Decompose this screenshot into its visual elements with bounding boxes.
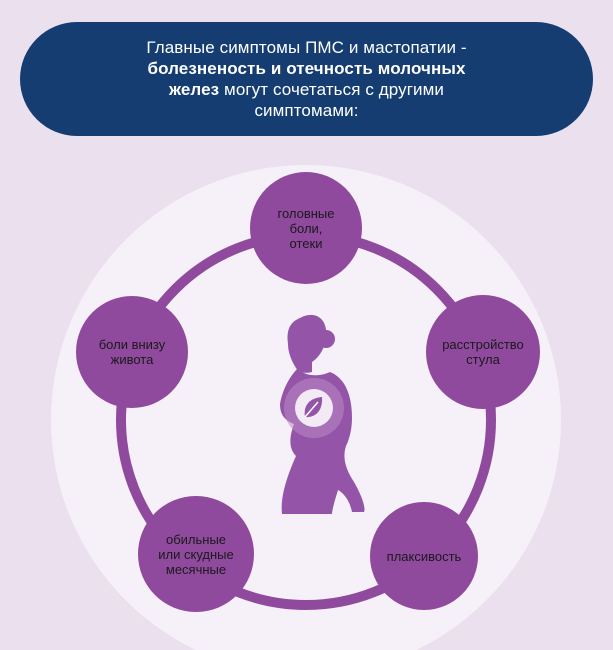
header-line-1: Главные симптомы ПМС и мастопатии -	[146, 38, 467, 57]
header-banner: Главные симптомы ПМС и мастопатии - боле…	[20, 22, 593, 136]
symptom-abdominal-pain-bubble: боли внизу живота	[76, 296, 188, 408]
symptom-label: боли внизу	[98, 337, 166, 352]
symptom-label: обильные	[165, 531, 227, 547]
symptom-bowel-bubble: расстройство стула	[426, 295, 540, 409]
header-bold-1: болезненость и отечность молочных	[147, 59, 466, 78]
header-line-3-rest: могут сочетаться с другими	[219, 80, 445, 99]
symptom-label: головные	[277, 205, 335, 221]
symptom-label: стула	[466, 352, 500, 367]
header-line-4: симптомами:	[254, 101, 359, 120]
leaf-icon	[284, 378, 344, 438]
symptom-label: месячные	[165, 561, 227, 577]
symptom-label: отеки	[289, 235, 323, 251]
symptom-label: боли,	[289, 220, 323, 236]
header-line-3: желез могут сочетаться с другими	[169, 79, 444, 100]
symptom-label: живота	[110, 352, 154, 367]
symptom-menstruation-bubble: обильные или скудные месячные	[138, 496, 254, 612]
header-line-2: болезненость и отечность молочных	[147, 58, 465, 79]
header-bold-2: желез	[168, 80, 220, 99]
symptom-label: плаксивость	[386, 548, 462, 564]
symptom-label: расстройство	[442, 337, 524, 352]
symptom-headache-bubble: головные боли, отеки	[250, 172, 362, 284]
symptom-tearfulness-bubble: плаксивость	[370, 502, 478, 610]
symptom-label: или скудные	[158, 546, 234, 562]
